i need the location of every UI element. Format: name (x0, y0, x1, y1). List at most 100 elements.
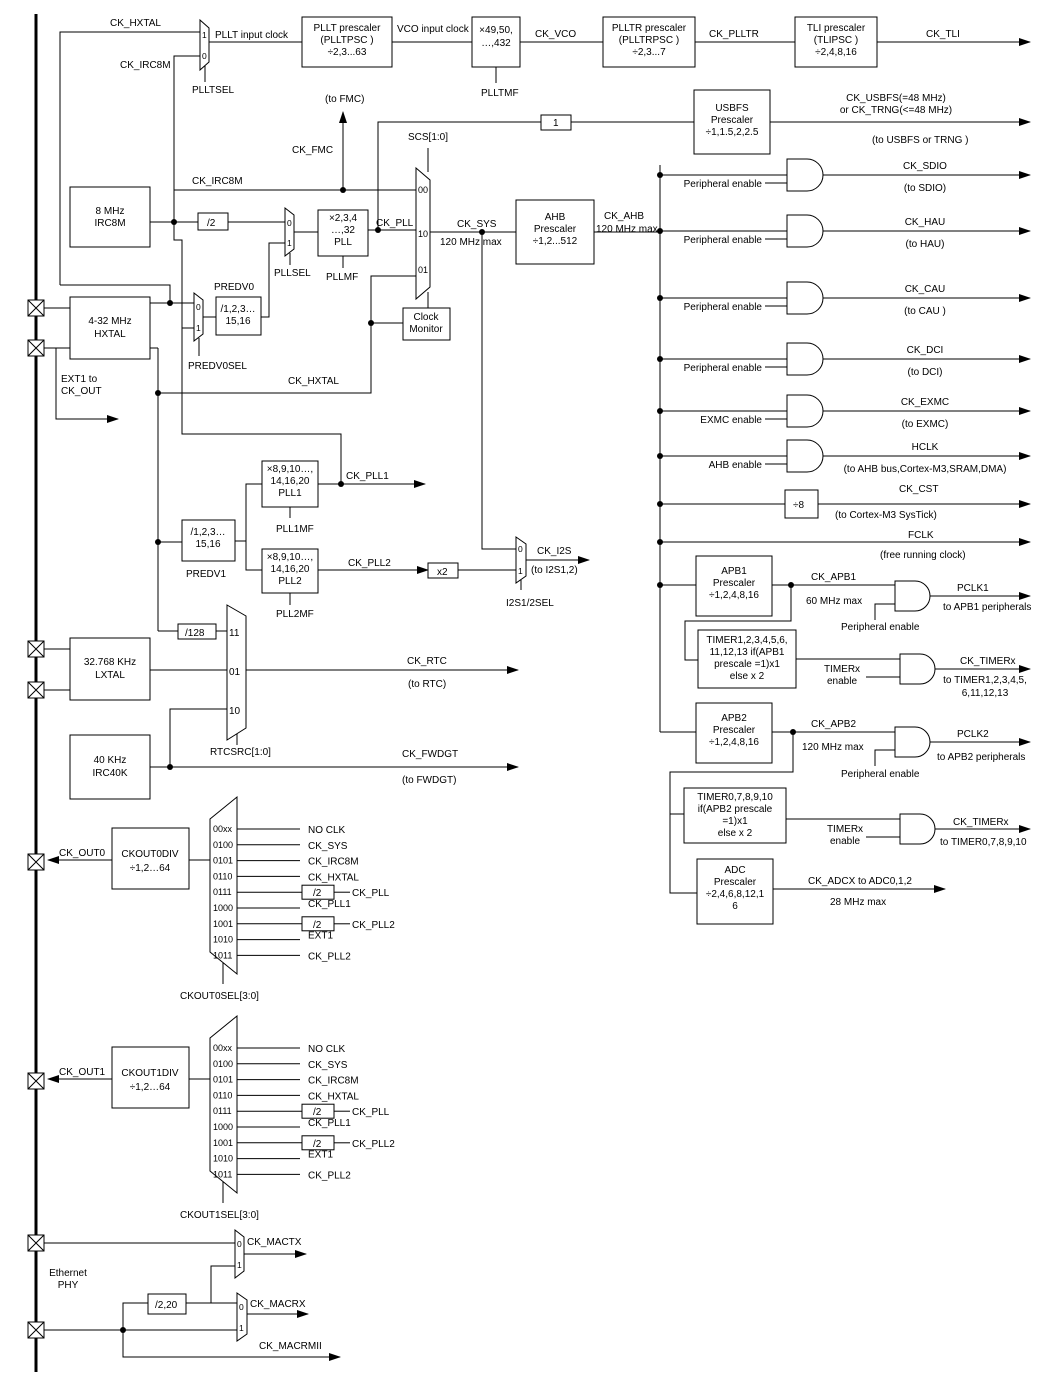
rtc-mux-in-10: 10 (229, 706, 241, 717)
i2s-mux-in-1: 1 (518, 566, 523, 576)
ahb-prescaler-box (515, 199, 595, 265)
apb1-max-label: 60 MHz max (806, 596, 862, 607)
apb2-timer-box (683, 787, 787, 844)
irc40k-box (69, 734, 151, 800)
rtc-mux-in-11: 11 (229, 628, 240, 639)
ckout-code: 1010 (213, 935, 233, 945)
ckout-source: NO CLK (308, 825, 346, 836)
ckout-mux (209, 1014, 238, 1195)
macrx-mux-in-0: 0 (239, 1302, 244, 1312)
periph-enable-label: Peripheral enable (684, 363, 763, 374)
pad-eth-rx (27, 1321, 45, 1339)
periph-output-label: CK_DCI (907, 345, 944, 356)
periph-output-label: CK_EXMC (901, 397, 949, 408)
pclk1-and-gate (894, 580, 931, 612)
lxtal-box (69, 637, 151, 701)
apb1-prescaler-box (695, 555, 773, 617)
usbfs-div1-label: 1 (553, 118, 559, 129)
ckout-code: 1001 (213, 919, 233, 929)
pclk1-label: PCLK1 (957, 583, 989, 594)
fwdgt-to-label: (to FWDGT) (402, 775, 456, 786)
pllt-prescaler-label: PLLT prescaler(PLLTPSC )÷2,3...63 (314, 23, 382, 58)
periph-output-label: CK_CAU (905, 284, 946, 295)
predv0-div-label: /1,2,3…15,16 (220, 304, 255, 327)
ckout-source: EXT1 (308, 931, 333, 942)
periph-to-label: (to DCI) (908, 367, 943, 378)
plltmf-label: PLLTMF (481, 88, 519, 99)
scs-mux-in-01: 01 (418, 265, 428, 275)
to-i2s-label: (to I2S1,2) (531, 565, 578, 576)
ckout-source: CK_PLL2 (352, 920, 395, 931)
apb1-to-label: to APB1 peripherals (943, 602, 1031, 613)
ck-mactx-label: CK_MACTX (247, 1237, 302, 1248)
usbfs-output-label: CK_USBFS(=48 MHz)or CK_TRNG(<=48 MHz) (840, 93, 952, 116)
pllsel-mux-in-1: 1 (287, 238, 292, 248)
adc-max-label: 28 MHz max (830, 897, 886, 908)
ckout-source: CK_IRC8M (308, 857, 359, 868)
pll2-box (261, 548, 319, 594)
ckout-div2-label: /2 (313, 1107, 322, 1118)
scs-label: SCS[1:0] (408, 132, 448, 143)
pllsel-mux-in-0: 0 (287, 218, 292, 228)
apb2-to-label: to APB2 peripherals (937, 752, 1025, 763)
tli-prescaler-box (794, 16, 878, 68)
periph-enable-label: EXMC enable (700, 415, 762, 426)
ckout-code: 0111 (213, 1106, 232, 1116)
periph-to-label: (to HAU) (906, 239, 945, 250)
apb2-ck-timer-label: CK_TIMERx (953, 817, 1009, 828)
ckout-source: CK_PLL (352, 1107, 390, 1118)
hxtal-box (69, 296, 151, 360)
apb1-enable-label: Peripheral enable (841, 622, 920, 633)
ckout-code: 00xx (213, 1043, 233, 1053)
ck-irc8m-to-pllt-wire (173, 55, 200, 222)
mactx-mux-in-0: 0 (237, 1239, 242, 1249)
ckout-pin-label: CK_OUT1 (59, 1067, 106, 1078)
rtc-mux (226, 604, 247, 741)
predv0-box (215, 296, 262, 336)
periph-enable-label: Peripheral enable (684, 302, 763, 313)
sys-ck-irc8m-label: CK_IRC8M (192, 176, 243, 187)
periph-to-label: (to SDIO) (904, 183, 946, 194)
pllt-ck-hxtal-label: CK_HXTAL (110, 18, 161, 29)
ckout-source: CK_PLL (352, 888, 390, 899)
ckout-code: 1000 (213, 1122, 233, 1132)
ck-macrx-label: CK_MACRX (250, 1299, 306, 1310)
pclk2-and-gate (894, 726, 931, 758)
periph-row: Peripheral enable CK_DCI (to DCI) (657, 342, 1031, 378)
ckout-source: CK_PLL1 (308, 1118, 351, 1129)
apb1-timer-to-label: to TIMER1,2,3,4,5,6,11,12,13 (943, 675, 1027, 699)
sys-ck-pll-label: CK_PLL (376, 218, 414, 229)
ckout-code: 0101 (213, 856, 233, 866)
ckout-source: CK_PLL2 (308, 951, 351, 962)
predv1-label: PREDV1 (186, 569, 226, 580)
ck-i2s-label: CK_I2S (537, 546, 572, 557)
ck-plltr-label: CK_PLLTR (709, 29, 759, 40)
ahb-max-label: 120 MHz max (596, 224, 658, 235)
plltr-prescaler-label: PLLTR prescaler(PLLTRPSC )÷2,3...7 (612, 23, 687, 58)
macrx-mux (236, 1292, 248, 1342)
x2-label: x2 (437, 567, 448, 578)
pad-ck-out1 (27, 1072, 45, 1090)
rtcsrc-label: RTCSRC[1:0] (210, 747, 271, 758)
cst-div-label: ÷8 (793, 500, 804, 511)
periph-enable-label: Peripheral enable (684, 235, 763, 246)
apb1-timer-box (697, 629, 797, 689)
ckout-source: NO CLK (308, 1044, 346, 1055)
